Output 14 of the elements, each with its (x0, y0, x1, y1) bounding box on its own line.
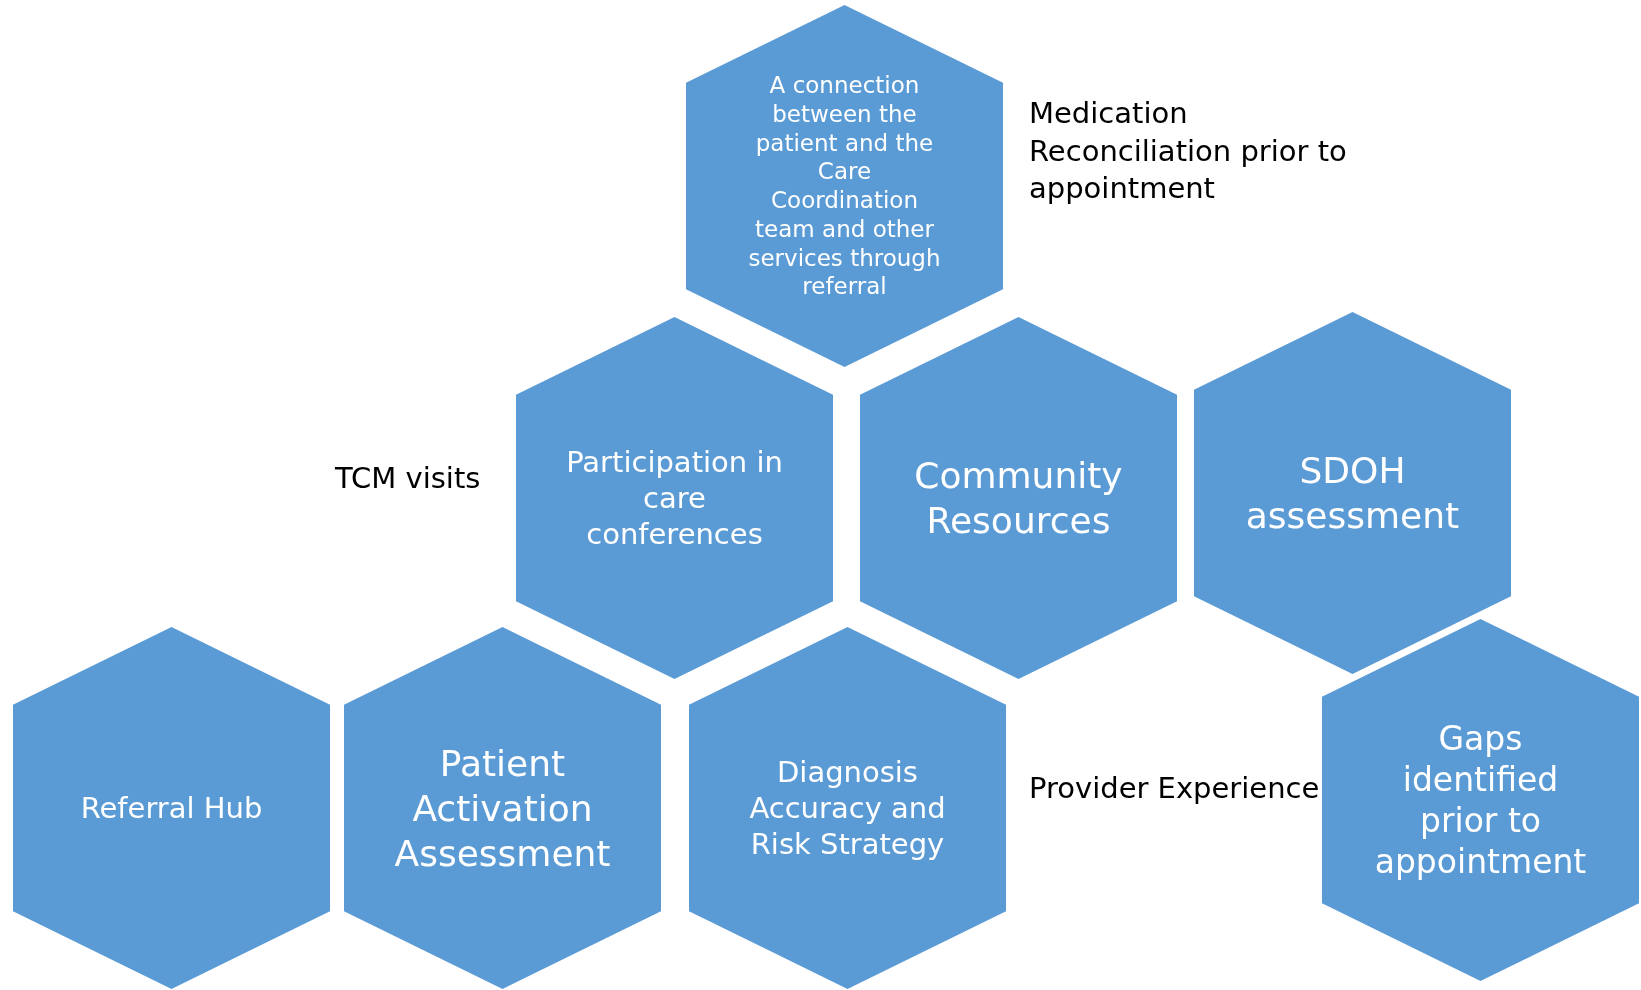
tile-text: Referral Hub (80, 789, 263, 827)
tile-text: Diagnosis Accuracy and Risk Strategy (748, 753, 947, 863)
tile-text: SDOH assessment (1244, 449, 1461, 538)
hexagon-tile (689, 627, 1006, 989)
tile-text: Patient Activation Assessment (393, 741, 612, 876)
side-note: Provider Experience (1029, 770, 1320, 807)
tile-text: Participation in care conferences (565, 443, 784, 553)
hexagon-tile (344, 627, 661, 989)
side-note: Medication Reconciliation prior to appointment (1029, 95, 1348, 208)
hexagon-tile (13, 627, 330, 989)
tile-text: Community Resources (913, 454, 1124, 543)
tile-text: Gaps identified prior to appointment (1373, 717, 1588, 883)
tile-text: A connection between the patient and the Care Coordination team and other services through referral (747, 71, 942, 301)
side-note: TCM visits (335, 460, 481, 497)
